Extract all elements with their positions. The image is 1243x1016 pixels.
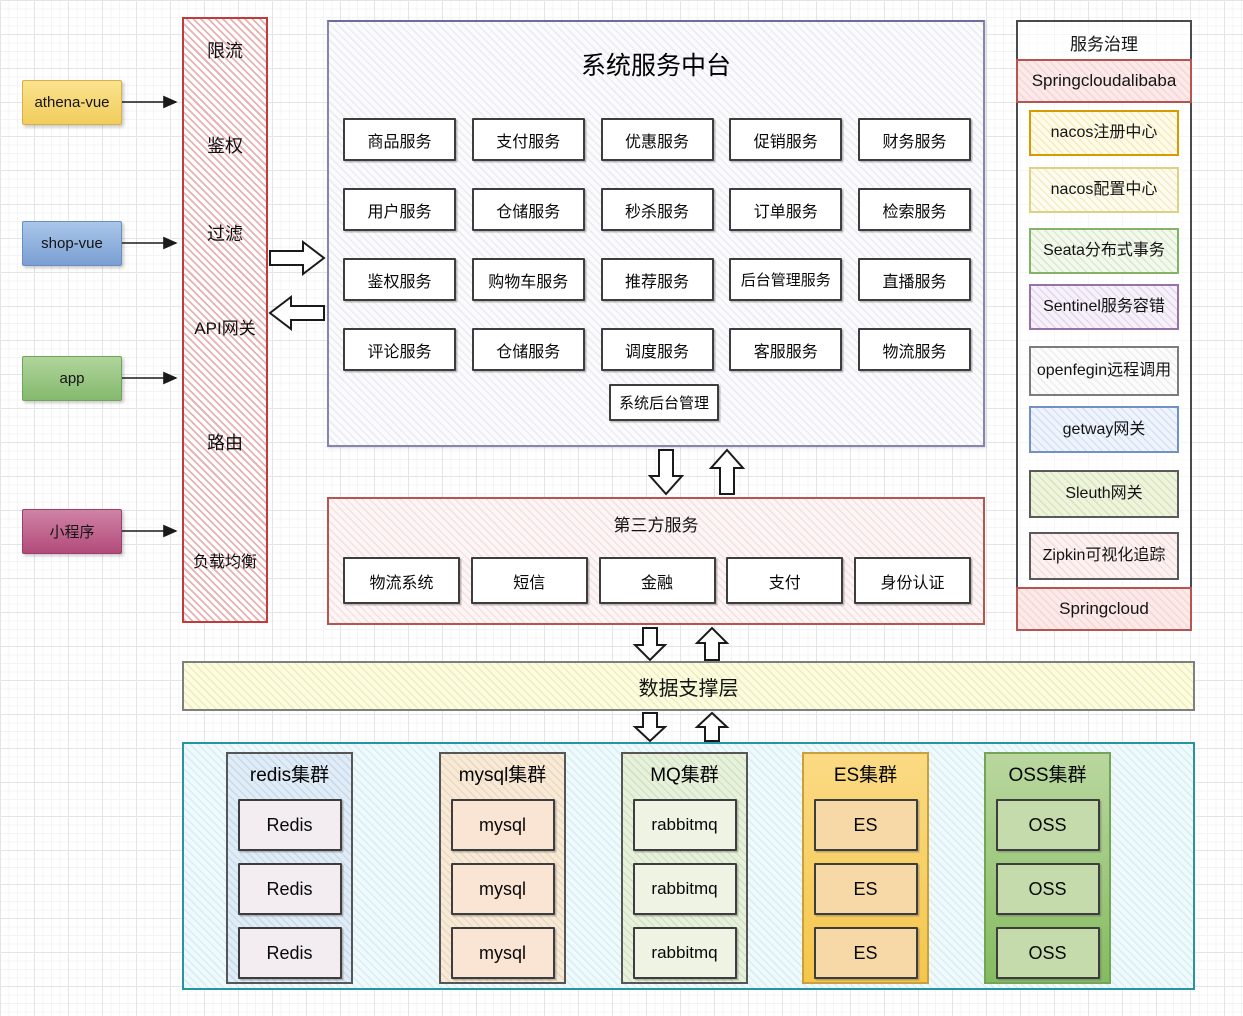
api-gateway-band: 限流 鉴权 过滤 API网关 路由 负载均衡 (182, 17, 268, 623)
governance-item-seata: Seata分布式事务 (1029, 228, 1179, 274)
governance-title: 服务治理 (1070, 35, 1138, 54)
arrow-down-thirdparty-to-datalayer (632, 627, 668, 662)
client-node-shop-vue: shop-vue (22, 221, 122, 266)
service-node: 支付服务 (471, 118, 585, 161)
client-label: app (59, 370, 85, 387)
governance-item-sleuth: Sleuth网关 (1029, 470, 1179, 518)
third-party-container: 第三方服务 物流系统 短信 金融 支付 身份认证 (327, 497, 985, 625)
cluster-oss: OSS集群 OSS OSS OSS (984, 752, 1111, 984)
gateway-function-auth: 鉴权 (207, 136, 243, 156)
cluster-title: ES集群 (833, 765, 898, 786)
service-node: 物流服务 (858, 328, 971, 371)
mid-platform-title: 系统服务中台 (580, 52, 731, 80)
service-node: 仓储服务 (471, 328, 585, 371)
cluster-node: Redis (237, 927, 342, 979)
cluster-node: ES (813, 927, 918, 979)
gateway-function-api-gateway: API网关 (194, 319, 256, 338)
governance-item-gateway: getway网关 (1029, 406, 1179, 453)
service-node: 直播服务 (858, 258, 971, 301)
cluster-node: OSS (995, 799, 1100, 851)
third-party-node: 短信 (470, 557, 588, 604)
service-node-system-admin: 系统后台管理 (609, 384, 719, 421)
cluster-node: OSS (995, 927, 1100, 979)
service-node: 仓储服务 (471, 188, 585, 231)
service-grid: 商品服务 支付服务 优惠服务 促销服务 财务服务 用户服务 仓储服务 秒杀服务 … (343, 118, 971, 371)
third-party-node: 金融 (598, 557, 716, 604)
third-party-node: 身份认证 (854, 557, 971, 604)
service-node: 财务服务 (858, 118, 971, 161)
arrow-down-datalayer-to-clusters (632, 712, 668, 743)
service-node: 后台管理服务 (729, 258, 843, 301)
client-label: 小程序 (49, 524, 95, 541)
mid-platform-container: 系统服务中台 商品服务 支付服务 优惠服务 促销服务 财务服务 用户服务 仓储服… (327, 20, 985, 447)
arrow-right-gateway-to-platform (269, 239, 326, 277)
cluster-title: MQ集群 (650, 765, 719, 786)
cluster-node: mysql (450, 799, 555, 851)
cluster-title: mysql集群 (458, 765, 547, 786)
cluster-node: mysql (450, 927, 555, 979)
arrow-up-thirdparty-to-platform (708, 448, 746, 495)
cluster-mq: MQ集群 rabbitmq rabbitmq rabbitmq (621, 752, 748, 984)
cluster-node: rabbitmq (632, 799, 737, 851)
third-party-row: 物流系统 短信 金融 支付 身份认证 (343, 557, 971, 604)
cluster-node: mysql (450, 863, 555, 915)
cluster-mysql: mysql集群 mysql mysql mysql (439, 752, 566, 984)
cluster-es: ES集群 ES ES ES (802, 752, 929, 984)
third-party-node: 物流系统 (343, 557, 460, 604)
arrow-up-clusters-to-datalayer (694, 711, 730, 742)
third-party-node: 支付 (726, 557, 844, 604)
cluster-node: Redis (237, 799, 342, 851)
governance-badge-springcloudalibaba: Springcloudalibaba (1016, 59, 1192, 103)
cluster-title: redis集群 (249, 765, 330, 786)
service-node: 评论服务 (343, 328, 456, 371)
service-node: 推荐服务 (600, 258, 714, 301)
client-node-miniprogram: 小程序 (22, 509, 122, 554)
gateway-function-filter: 过滤 (207, 224, 243, 244)
gateway-function-load-balance: 负载均衡 (192, 554, 257, 571)
infrastructure-container: redis集群 Redis Redis Redis mysql集群 mysql … (182, 742, 1195, 990)
arrow-left-platform-to-gateway (268, 294, 325, 332)
governance-item-zipkin: Zipkin可视化追踪 (1029, 532, 1179, 580)
governance-item-openfeign: openfegin远程调用 (1029, 346, 1179, 396)
gateway-function-rate-limit: 限流 (207, 41, 243, 61)
client-node-app: app (22, 356, 122, 401)
governance-item-nacos-registry: nacos注册中心 (1029, 110, 1179, 156)
arrow-up-datalayer-to-thirdparty (694, 626, 730, 661)
service-node: 用户服务 (343, 188, 456, 231)
service-node: 优惠服务 (600, 118, 714, 161)
gateway-function-routing: 路由 (207, 433, 243, 453)
cluster-redis: redis集群 Redis Redis Redis (226, 752, 353, 984)
service-node: 检索服务 (858, 188, 971, 231)
third-party-title: 第三方服务 (613, 516, 699, 535)
service-node: 订单服务 (729, 188, 843, 231)
cluster-node: rabbitmq (632, 927, 737, 979)
service-node: 秒杀服务 (600, 188, 714, 231)
cluster-node: ES (813, 863, 918, 915)
governance-item-sentinel: Sentinel服务容错 (1029, 284, 1179, 330)
service-node: 商品服务 (343, 118, 456, 161)
cluster-node: Redis (237, 863, 342, 915)
service-governance-panel: 服务治理 Springcloudalibaba nacos注册中心 nacos配… (1016, 20, 1192, 631)
client-label: athena-vue (34, 94, 110, 111)
client-node-athena-vue: athena-vue (22, 80, 122, 125)
cluster-node: ES (813, 799, 918, 851)
data-support-layer: 数据支撑层 (182, 661, 1195, 711)
service-node: 客服服务 (729, 328, 843, 371)
cluster-node: rabbitmq (632, 863, 737, 915)
service-node: 调度服务 (600, 328, 714, 371)
service-node: 鉴权服务 (343, 258, 456, 301)
cluster-title: OSS集群 (1008, 765, 1087, 786)
service-node: 购物车服务 (471, 258, 585, 301)
cluster-node: OSS (995, 863, 1100, 915)
governance-badge-springcloud: Springcloud (1016, 587, 1192, 631)
client-label: shop-vue (41, 235, 103, 252)
service-node: 促销服务 (729, 118, 843, 161)
governance-item-nacos-config: nacos配置中心 (1029, 167, 1179, 213)
arrow-down-platform-to-thirdparty (647, 449, 685, 496)
data-support-layer-label: 数据支撑层 (638, 677, 739, 700)
